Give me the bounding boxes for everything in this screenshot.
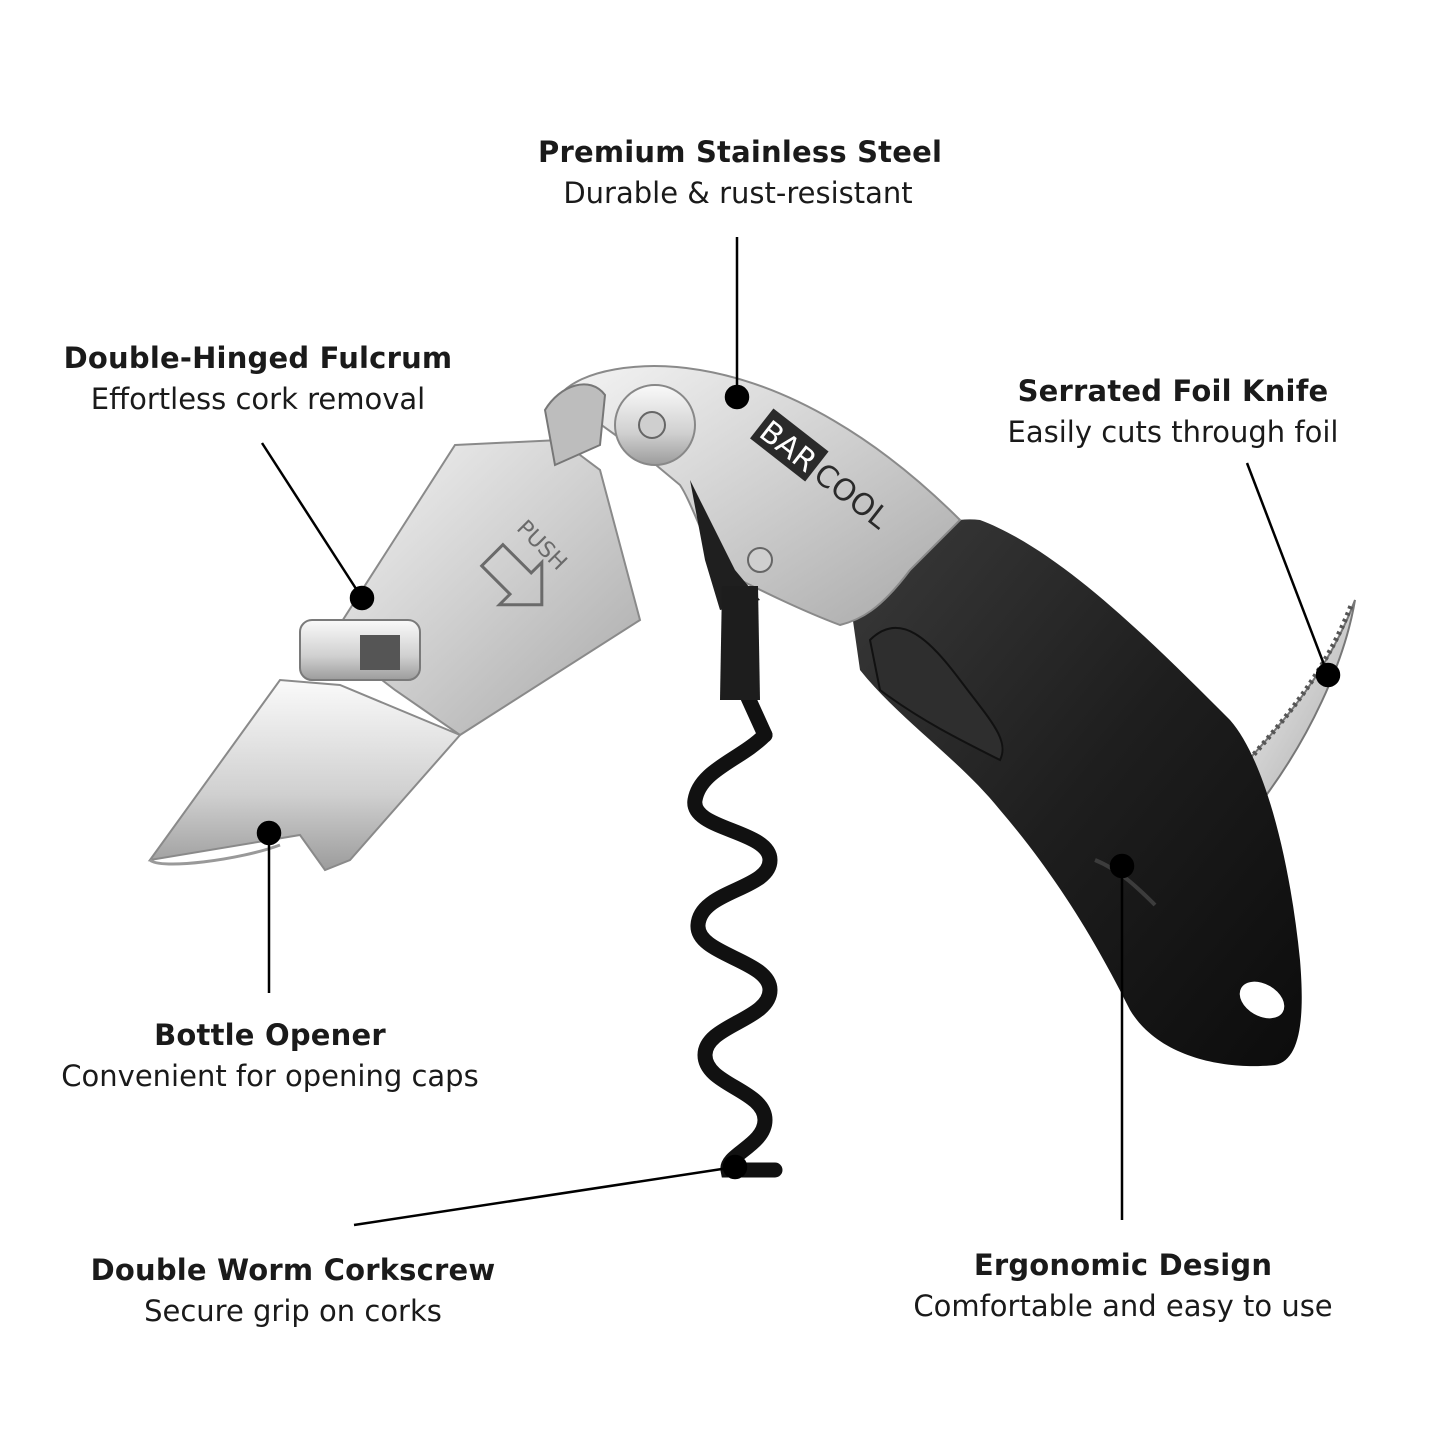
callout-title: Bottle Opener xyxy=(154,1018,386,1052)
bottle-opener xyxy=(147,678,462,872)
callout-title: Ergonomic Design xyxy=(973,1248,1273,1282)
callout-foil-knife: Serrated Foil Knife Easily cuts through … xyxy=(973,371,1373,453)
callout-title: Premium Stainless Steel xyxy=(538,135,943,169)
corkscrew-shank xyxy=(720,586,760,700)
marker-worm xyxy=(722,1154,748,1180)
callout-stainless-steel: Premium Stainless Steel Durable & rust-r… xyxy=(538,132,943,214)
callout-title: Serrated Foil Knife xyxy=(1017,374,1329,408)
marker-knife xyxy=(1315,662,1341,688)
callout-desc: Durable & rust-resistant xyxy=(563,176,913,210)
callout-desc: Secure grip on corks xyxy=(144,1294,442,1328)
marker-steel xyxy=(724,384,750,410)
marker-opener xyxy=(256,820,282,846)
callout-double-worm: Double Worm Corkscrew Secure grip on cor… xyxy=(73,1250,513,1332)
marker-fulcrum xyxy=(349,585,375,611)
callout-desc: Effortless cork removal xyxy=(90,382,426,416)
foil-knife xyxy=(1233,599,1356,812)
callout-desc: Convenient for opening caps xyxy=(61,1059,479,1093)
leader-lines xyxy=(256,237,1341,1227)
callout-desc: Easily cuts through foil xyxy=(1007,415,1339,449)
marker-design xyxy=(1109,853,1135,879)
callout-ergonomic-design: Ergonomic Design Comfortable and easy to… xyxy=(893,1245,1353,1327)
ergonomic-handle xyxy=(850,519,1302,1067)
callout-bottle-opener: Bottle Opener Convenient for opening cap… xyxy=(50,1015,490,1097)
fulcrum: PUSH xyxy=(299,383,642,737)
callout-desc: Comfortable and easy to use xyxy=(913,1289,1333,1323)
steel-body xyxy=(558,365,962,627)
callout-fulcrum: Double-Hinged Fulcrum Effortless cork re… xyxy=(58,338,458,420)
callout-title: Double-Hinged Fulcrum xyxy=(63,341,453,375)
callout-title: Double Worm Corkscrew xyxy=(90,1253,496,1287)
